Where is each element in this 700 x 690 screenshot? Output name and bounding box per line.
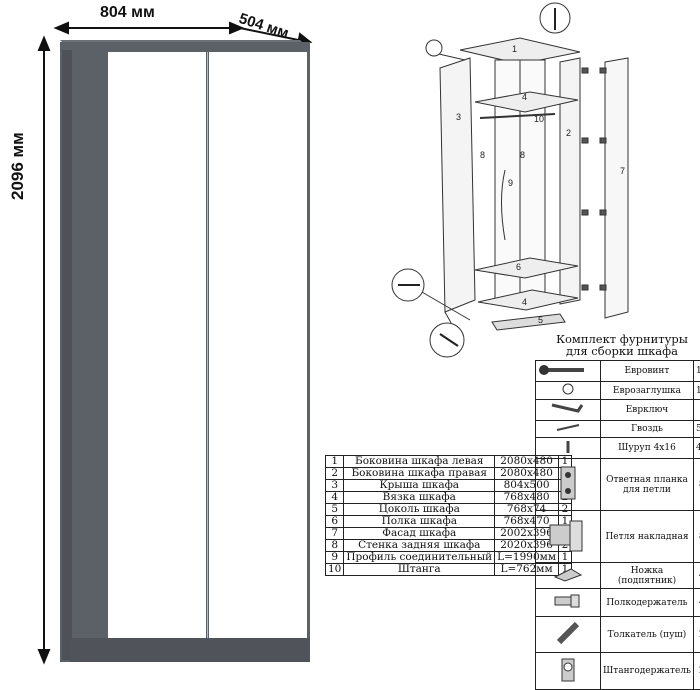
kit-item-name: Ножка (подпятник) (601, 563, 694, 589)
kit-item-qty: 2 (693, 653, 700, 690)
shelf-pin-icon (536, 589, 601, 617)
part-name: Штанга (344, 564, 495, 576)
part-name: Боковина шкафа левая (344, 456, 495, 468)
kit-item-qty: 40 (693, 438, 700, 459)
kit-item-name: Петля накладная (601, 511, 694, 563)
height-dimension: 2096 мм (8, 132, 28, 200)
list-item: Ответная планка для петли8 (536, 459, 700, 511)
kit-item-name: Еврозаглушка (601, 382, 694, 400)
part-name: Полка шкафа (344, 516, 495, 528)
kit-item-qty: 4 (693, 589, 700, 617)
part-name: Боковина шкафа правая (344, 468, 495, 480)
part-name: Вязка шкафа (344, 492, 495, 504)
hardware-kit-table: Евровинт16Еврозаглушка12Еврключ1Гвоздь50… (535, 360, 700, 690)
part-name: Стенка задняя шкафа (344, 540, 495, 552)
part-n: 4 (326, 492, 344, 504)
part-n: 3 (326, 480, 344, 492)
callout-4b: 4 (522, 297, 527, 307)
list-item: Гвоздь50 (536, 421, 700, 438)
callout-8b: 8 (520, 150, 525, 160)
part-n: 2 (326, 468, 344, 480)
part-name: Профиль соединительный (344, 552, 495, 564)
list-item: Еврключ1 (536, 400, 700, 421)
kit-item-qty: 4 (693, 563, 700, 589)
part-n: 6 (326, 516, 344, 528)
list-item: Ножка (подпятник)4 (536, 563, 700, 589)
part-n: 9 (326, 552, 344, 564)
kit-item-name: Евровинт (601, 361, 694, 382)
part-n: 8 (326, 540, 344, 552)
width-dimension: 804 мм (100, 4, 155, 22)
callout-3: 1 (512, 44, 517, 54)
kit-item-qty: 12 (693, 382, 700, 400)
callout-9: 9 (508, 178, 513, 188)
kit-item-qty: 2 (693, 617, 700, 653)
callout-7: 7 (620, 166, 625, 176)
wardrobe-door-left (108, 52, 206, 638)
kit-title: Комплект фурнитуры для сборки шкафа (552, 333, 692, 357)
kit-item-name: Еврключ (601, 400, 694, 421)
part-n: 5 (326, 504, 344, 516)
kit-item-qty: 1 (693, 400, 700, 421)
list-item: Толкатель (пуш)2 (536, 617, 700, 653)
part-name: Фасад шкафа (344, 528, 495, 540)
kit-item-name: Шуруп 4х16 (601, 438, 694, 459)
callout-10: 10 (534, 114, 544, 124)
screw-icon (536, 361, 601, 382)
kit-item-qty: 16 (693, 361, 700, 382)
part-n: 7 (326, 528, 344, 540)
hinge-plate-icon (536, 459, 601, 511)
callout-1: 3 (456, 112, 461, 122)
kit-item-name: Гвоздь (601, 421, 694, 438)
callout-5: 5 (538, 315, 543, 325)
small-screw-icon (536, 438, 601, 459)
kit-item-qty: 8 (693, 511, 700, 563)
callout-4: 4 (522, 92, 527, 102)
kit-item-qty: 8 (693, 459, 700, 511)
list-item: Штангодержатель2 (536, 653, 700, 690)
part-name: Цоколь шкафа (344, 504, 495, 516)
part-n: 10 (326, 564, 344, 576)
list-item: Шуруп 4х1640 (536, 438, 700, 459)
callout-8: 8 (480, 150, 485, 160)
part-name: Крыша шкафа (344, 480, 495, 492)
list-item: Еврозаглушка12 (536, 382, 700, 400)
nail-icon (536, 421, 601, 438)
list-item: Полкодержатель4 (536, 589, 700, 617)
hex-key-icon (536, 400, 601, 421)
kit-item-qty: 50 (693, 421, 700, 438)
push-latch-icon (536, 617, 601, 653)
kit-item-name: Ответная планка для петли (601, 459, 694, 511)
kit-item-name: Толкатель (пуш) (601, 617, 694, 653)
callout-6: 6 (516, 262, 521, 272)
exploded-view (415, 38, 628, 330)
rod-holder-icon (536, 653, 601, 690)
foot-icon (536, 563, 601, 589)
hinge-icon (536, 511, 601, 563)
list-item: Петля накладная8 (536, 511, 700, 563)
part-n: 1 (326, 456, 344, 468)
kit-item-name: Полкодержатель (601, 589, 694, 617)
cap-icon (536, 382, 601, 400)
wardrobe-door-right (209, 52, 307, 638)
wardrobe-plinth (70, 638, 310, 662)
list-item: Евровинт16 (536, 361, 700, 382)
kit-item-name: Штангодержатель (601, 653, 694, 690)
callout-2: 2 (566, 128, 571, 138)
